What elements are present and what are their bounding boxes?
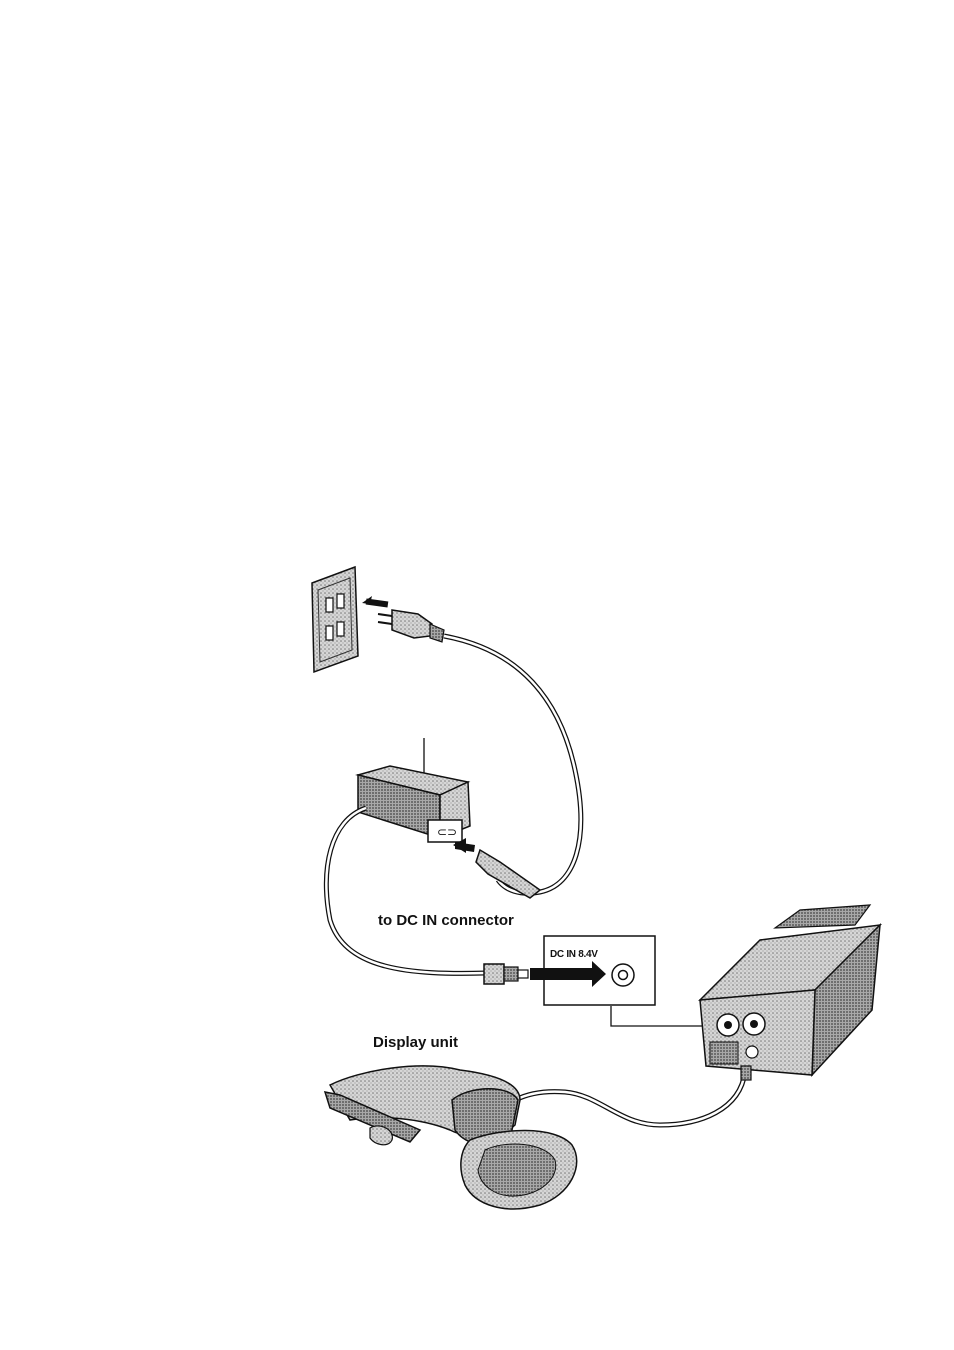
svg-text:⊂⊃: ⊂⊃	[437, 825, 457, 839]
ac-power-cord	[444, 636, 581, 893]
dc-in-rating-label: DC IN 8.4V	[550, 949, 598, 960]
plug-arrow-icon	[362, 596, 388, 608]
dc-in-leader-line	[611, 1006, 712, 1026]
cable-strain-relief	[741, 1066, 751, 1080]
display-unit-label: Display unit	[373, 1034, 458, 1051]
ac-adapter: ⊂⊃	[358, 766, 470, 842]
dc-in-connector-label: to DC IN connector	[378, 912, 514, 929]
wall-outlet	[312, 567, 358, 672]
dc-plug	[484, 964, 528, 984]
processor-unit	[700, 905, 880, 1075]
display-cable	[515, 1072, 745, 1125]
dc-in-callout	[530, 936, 655, 1005]
display-unit	[325, 1066, 577, 1209]
wall-plug	[378, 610, 444, 642]
